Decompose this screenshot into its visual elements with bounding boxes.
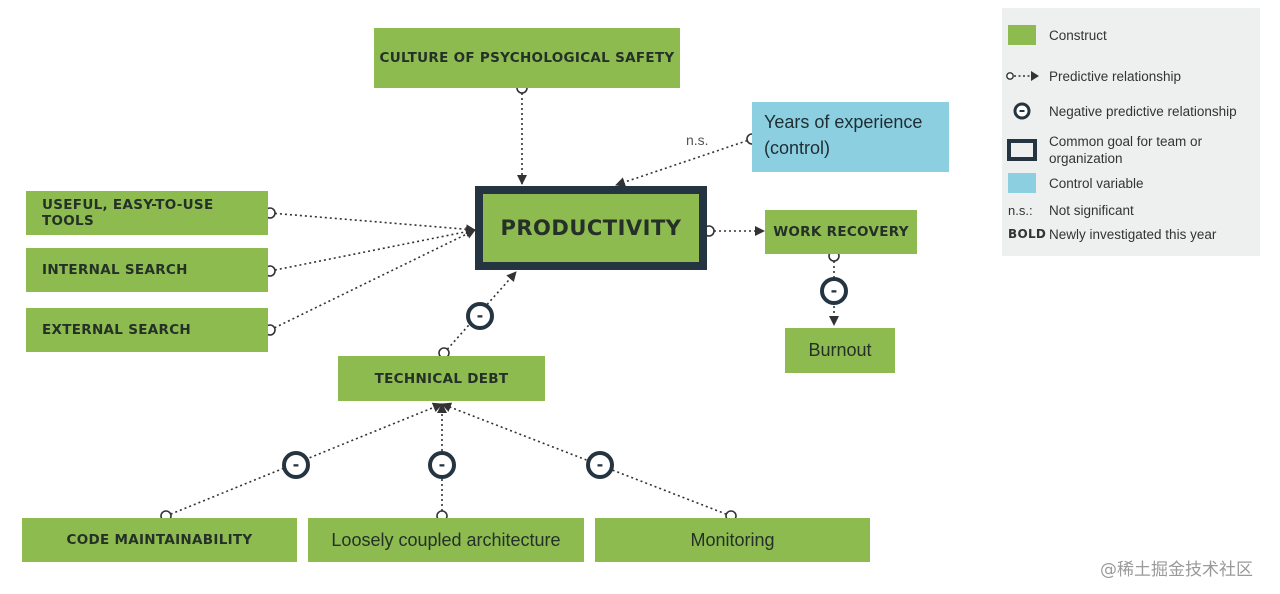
legend-construct: Construct	[1002, 24, 1260, 46]
node-code-maintainability: CODE MAINTAINABILITY	[22, 518, 297, 562]
edge-tools-productivity	[269, 212, 476, 235]
edge-debt-productivity	[443, 271, 517, 354]
construct-swatch	[1008, 25, 1036, 45]
negative-sign: -	[831, 281, 838, 300]
legend: Construct Predictive relationship Negati…	[1002, 8, 1260, 256]
node-years-experience: Years of experience (control)	[752, 102, 949, 172]
negative-circle-icon	[1013, 102, 1031, 120]
predictive-arrow-icon	[1006, 71, 1039, 81]
control-swatch	[1008, 173, 1036, 193]
legend-control: Control variable	[1002, 172, 1260, 194]
edge-experience-productivity	[615, 138, 753, 187]
goal-swatch	[1007, 139, 1037, 161]
node-loosely-coupled: Loosely coupled architecture	[308, 518, 584, 562]
legend-bold: BOLD Newly investigated this year	[1008, 226, 1217, 242]
negative-marker	[820, 277, 848, 305]
productivity-label: PRODUCTIVITY	[483, 194, 699, 262]
edge-external-productivity	[269, 229, 476, 331]
negative-sign: -	[439, 455, 446, 474]
legend-ns: n.s.: Not significant	[1008, 202, 1134, 218]
negative-marker	[466, 302, 494, 330]
node-internal-search: INTERNAL SEARCH	[26, 248, 268, 292]
node-productivity: PRODUCTIVITY	[475, 186, 707, 270]
node-external-search: EXTERNAL SEARCH	[26, 308, 268, 352]
node-culture: CULTURE OF PSYCHOLOGICAL SAFETY	[374, 28, 680, 88]
negative-marker	[282, 451, 310, 479]
watermark: @稀土掘金技术社区	[1100, 560, 1253, 580]
negative-marker	[428, 451, 456, 479]
edge-internal-productivity	[269, 226, 476, 272]
ns-label: n.s.	[686, 132, 709, 148]
node-burnout: Burnout	[785, 328, 895, 373]
negative-marker	[586, 451, 614, 479]
node-work-recovery: WORK RECOVERY	[765, 210, 917, 254]
node-tools: USEFUL, EASY-TO-USE TOOLS	[26, 191, 268, 235]
negative-sign: -	[477, 306, 484, 325]
node-monitoring: Monitoring	[595, 518, 870, 562]
legend-predictive: Predictive relationship	[1002, 66, 1260, 86]
edge-monitoring-debt	[441, 402, 732, 517]
legend-negative: Negative predictive relationship	[1002, 100, 1260, 122]
node-technical-debt: TECHNICAL DEBT	[338, 356, 545, 401]
negative-sign: -	[597, 455, 604, 474]
negative-sign: -	[293, 455, 300, 474]
legend-goal: Common goal for team or organization	[1002, 133, 1260, 167]
